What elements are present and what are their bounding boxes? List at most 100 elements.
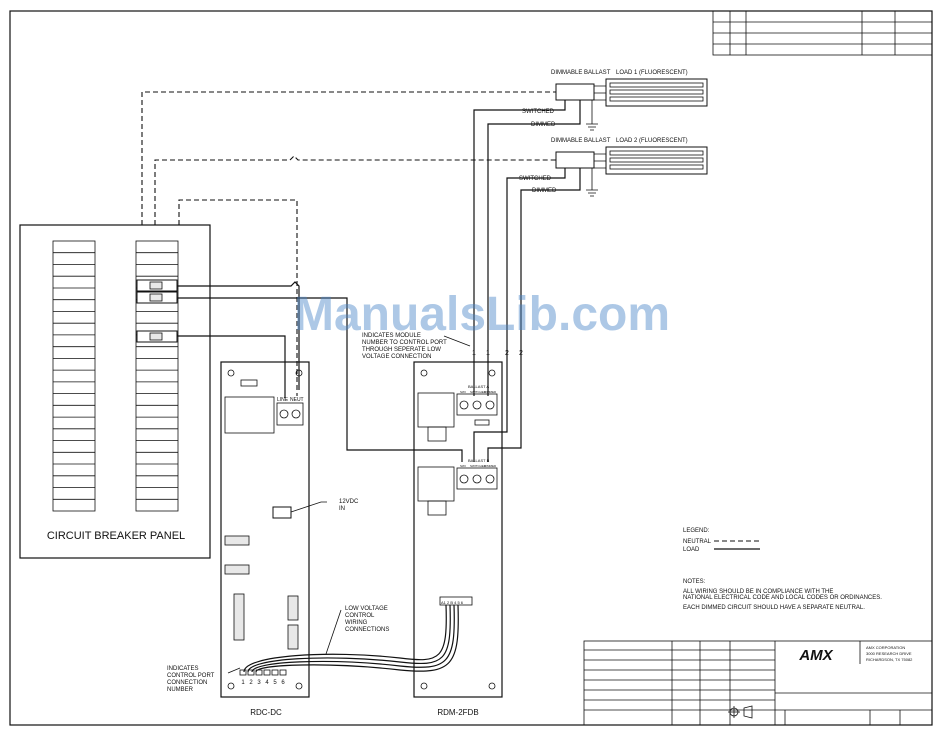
rdc-dip-switch-2 <box>224 564 250 575</box>
rdm-2fdb-module: BALLAST A BALLAST B SWI SWITCHED DIMMED … <box>413 361 503 717</box>
module-note-line-1: INDICATES MODULE <box>362 333 421 339</box>
rdc-port-number-2: 2 <box>249 680 253 686</box>
terminal-label-b-switched: SWITCHED <box>470 464 487 468</box>
company-line-3: RICHARDSON, TX 75082 <box>866 657 913 662</box>
rdc-terminal-line-label: LINE <box>277 397 289 403</box>
port-note-line-4: NUMBER <box>167 687 194 693</box>
port-note-line-3: CONNECTION <box>167 680 207 686</box>
ballast-label-1: DIMMABLE BALLAST <box>551 70 611 76</box>
fluorescent-fixture-2 <box>605 146 708 175</box>
rdc-port-number-5: 5 <box>273 680 277 686</box>
ballast-label-2: DIMMABLE BALLAST <box>551 138 611 144</box>
watermark-text: ManualsLib.com <box>294 288 670 341</box>
load-label-2: LOAD 2 (FLUORESCENT) <box>616 138 688 144</box>
notes-line-3: EACH DIMMED CIRCUIT SHOULD HAVE A SEPARA… <box>683 605 865 611</box>
module-number-2b: 2 <box>519 350 523 357</box>
rdc-control-port-4 <box>263 669 271 676</box>
revision-block <box>712 10 933 56</box>
low-voltage-note-line-4: CONNECTIONS <box>345 627 389 633</box>
breaker-rows-left <box>53 252 95 500</box>
sheet-border <box>9 10 933 726</box>
rdc-terminal-neut-label: NEUT <box>290 397 304 403</box>
module-number-1a: 1 <box>472 350 476 357</box>
rdc-control-port-3 <box>255 669 263 676</box>
rdc-12vdc-jack <box>272 506 292 519</box>
low-voltage-note-line-2: CONTROL <box>345 613 375 619</box>
rdc-power-terminal <box>276 402 304 426</box>
amx-logo: AMX <box>798 647 833 664</box>
rdc-dip-switch-1 <box>224 535 250 546</box>
legend-title: LEGEND: <box>683 528 710 534</box>
switched-label-2: SWITCHED <box>519 176 552 182</box>
switched-label-1: SWITCHED <box>522 109 555 115</box>
projection-symbol-icon <box>728 705 753 719</box>
rdc-io-block-1 <box>233 593 245 641</box>
company-line-1: AMX CORPORATION <box>866 645 905 650</box>
rdc-port-number-4: 4 <box>265 680 269 686</box>
module-number-2a: 2 <box>505 350 509 357</box>
dimmed-label-2: DIMMED <box>532 188 557 194</box>
rdm-label: RDM-2FDB <box>437 708 478 717</box>
module-note-line-3: THROUGH SEPERATE LOW <box>362 347 441 353</box>
dimmed-label-1: DIMMED <box>531 122 556 128</box>
rdm-control-port <box>439 596 473 606</box>
module-number-note: INDICATES MODULE NUMBER TO CONTROL PORT … <box>362 333 523 360</box>
control-port-note: INDICATES CONTROL PORT CONNECTION NUMBER <box>167 666 215 693</box>
ballast-b-label: BALLAST B <box>468 458 490 463</box>
terminal-label-a-dimmed: DIMMED <box>484 390 497 394</box>
ballast-b-terminal <box>456 467 498 490</box>
rdc-io-block-2 <box>287 595 299 621</box>
breaker-column-left <box>52 240 96 512</box>
notes-line-2: NATIONAL ELECTRICAL CODE AND LOCAL CODES… <box>683 595 882 601</box>
low-voltage-note: LOW VOLTAGE CONTROL WIRING CONNECTIONS <box>345 606 389 633</box>
low-voltage-note-line-3: WIRING <box>345 620 368 626</box>
load-2: DIMMABLE BALLAST LOAD 2 (FLUORESCENT) SW… <box>519 138 708 194</box>
rdc-label: RDC-DC <box>250 708 282 717</box>
legend-load-label: LOAD <box>683 547 700 553</box>
rdc-control-port-2 <box>247 669 255 676</box>
low-voltage-cable <box>227 604 459 674</box>
circuit-breaker-panel: CIRCUIT BREAKER PANEL <box>19 224 211 559</box>
fluorescent-fixture-1 <box>605 78 708 107</box>
port-note-line-1: INDICATES <box>167 666 199 672</box>
module-note-line-4: VOLTAGE CONNECTION <box>362 354 431 360</box>
panel-caption: CIRCUIT BREAKER PANEL <box>47 530 185 542</box>
terminal-label-b-swi: SWI <box>460 464 466 468</box>
load-label-1: LOAD 1 (FLUORESCENT) <box>616 70 688 76</box>
rdc-io-block-3 <box>287 624 299 650</box>
terminal-label-a-switched: SWITCHED <box>470 390 487 394</box>
rdc-power-note-1: 12VDC <box>339 499 359 505</box>
ballast-a-terminal <box>456 393 498 416</box>
rdc-port-number-3: 3 <box>257 680 261 686</box>
notes: NOTES: ALL WIRING SHOULD BE IN COMPLIANC… <box>683 579 882 611</box>
low-voltage-note-line-1: LOW VOLTAGE <box>345 606 388 612</box>
port-note-line-2: CONTROL PORT <box>167 673 215 679</box>
rdc-port-number-1: 1 <box>241 680 245 686</box>
terminal-label-b-dimmed: DIMMED <box>484 464 497 468</box>
breaker-column-right <box>135 240 179 512</box>
rdc-power-note-2: IN <box>339 506 345 512</box>
load-and-neutral-wiring <box>141 85 606 462</box>
rdc-control-port-1 <box>239 669 247 676</box>
title-block: AMX AMX CORPORATION 3000 RESEARCH DRIVE … <box>583 640 933 726</box>
module-number-1b: 1 <box>486 350 490 357</box>
rdc-port-number-6: 6 <box>281 680 285 686</box>
rdc-control-port-6 <box>279 669 287 676</box>
legend: LEGEND: NEUTRAL LOAD <box>683 528 760 553</box>
terminal-label-a-swi: SWI <box>460 390 466 394</box>
rdc-control-port-5 <box>271 669 279 676</box>
ballast-a-label: BALLAST A <box>468 384 489 389</box>
dimmable-ballast-1 <box>555 83 595 101</box>
notes-line-1: ALL WIRING SHOULD BE IN COMPLIANCE WITH … <box>683 589 833 595</box>
module-note-line-2: NUMBER TO CONTROL PORT <box>362 340 447 346</box>
company-line-2: 3000 RESEARCH DRIVE <box>866 651 912 656</box>
dimmable-ballast-2 <box>555 151 595 169</box>
load-1: DIMMABLE BALLAST LOAD 1 (FLUORESCENT) SW… <box>522 70 708 128</box>
rdm-port-label: A1 2 B 4 5 6 <box>441 600 464 605</box>
legend-neutral-label: NEUTRAL <box>683 539 712 545</box>
notes-title: NOTES: <box>683 579 706 585</box>
